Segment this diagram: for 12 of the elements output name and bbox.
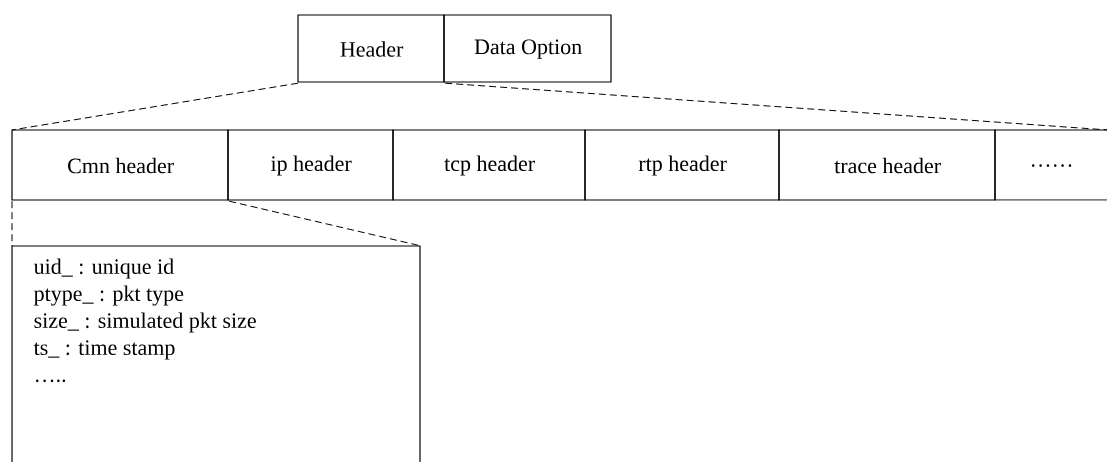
dashed-line [11, 82, 299, 131]
header-cell: …… [994, 129, 1107, 201]
header-cell: rtp header [584, 129, 780, 201]
packet-field-box: Data Option [443, 14, 612, 83]
header-cell: ip header [227, 129, 394, 201]
field-list-box: uid_ : unique id ptype_ : pkt type size_ : simulated pkt size ts_ : time stamp ….. [11, 245, 421, 462]
dashed-line [444, 82, 1107, 131]
dashed-line [11, 200, 13, 247]
header-cell: tcp header [392, 129, 586, 201]
header-cell: trace header [778, 129, 996, 201]
header-cell: Cmn header [11, 129, 229, 201]
packet-field-box: Header [297, 14, 445, 83]
